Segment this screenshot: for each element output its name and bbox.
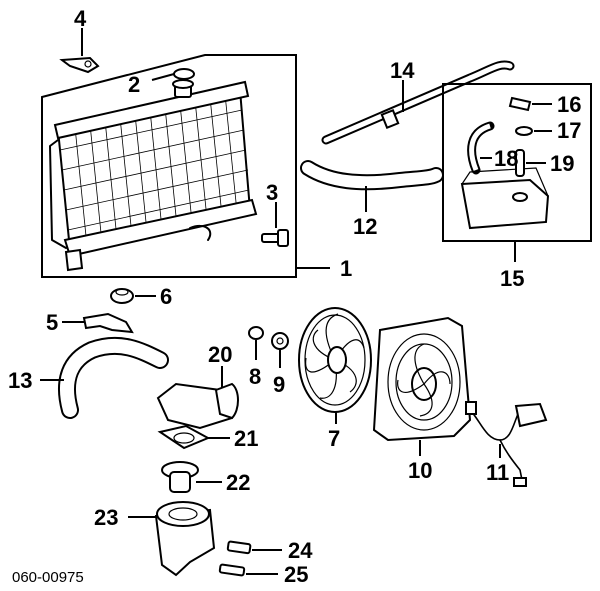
callout-25: 25	[284, 562, 308, 587]
callout-20: 20	[208, 342, 232, 367]
part-21-gasket	[157, 424, 230, 450]
callout-9: 9	[273, 372, 285, 397]
part-23-water-inlet	[128, 501, 216, 577]
part-18-reservoir-hose	[467, 121, 495, 175]
callout-12: 12	[353, 214, 377, 239]
part-13-lower-hose	[40, 336, 169, 419]
callout-2: 2	[128, 72, 140, 97]
callout-24: 24	[288, 538, 313, 563]
part-11-wiring-harness	[465, 401, 548, 487]
part-6-mount-cushion	[110, 288, 156, 304]
callout-13: 13	[8, 368, 32, 393]
coolant-reservoir	[460, 167, 550, 230]
part-8-nut	[248, 326, 264, 360]
callout-15: 15	[500, 266, 524, 291]
callout-14: 14	[390, 58, 415, 83]
part-24-temperature-sensor	[226, 540, 282, 555]
part-22-thermostat	[161, 461, 222, 493]
callout-labels: 1 2 3 4 5 6 7 8 9 10 11 12 13 14 15 16 1…	[8, 6, 581, 587]
callout-23: 23	[94, 505, 118, 530]
part-12-radiator-hose	[300, 160, 444, 212]
callout-3: 3	[266, 180, 278, 205]
part-16-hose-clip	[508, 96, 552, 112]
callout-7: 7	[328, 426, 340, 451]
part-2-radiator-cap	[151, 68, 195, 81]
callout-1: 1	[340, 256, 352, 281]
callout-16: 16	[557, 92, 581, 117]
part-4-bracket	[59, 28, 100, 74]
reference-code: 060-00975	[12, 569, 84, 586]
radiator-assembly	[49, 79, 258, 272]
callout-18: 18	[494, 146, 518, 171]
callout-4: 4	[74, 6, 87, 31]
callout-11: 11	[486, 460, 509, 485]
part-10-fan-shroud	[372, 316, 472, 456]
radiator-group-box	[41, 54, 297, 278]
callout-10: 10	[408, 458, 432, 483]
part-25-sender	[218, 563, 278, 577]
callout-6: 6	[160, 284, 172, 309]
callout-22: 22	[226, 470, 250, 495]
callout-21: 21	[234, 426, 258, 451]
callout-8: 8	[249, 364, 261, 389]
part-14-overflow-hose	[321, 60, 515, 145]
part-19-pipe	[515, 149, 546, 177]
part-7-cooling-fan	[298, 307, 372, 424]
part-3-drain-plug	[261, 202, 289, 247]
callout-17: 17	[557, 118, 581, 143]
part-17-clamp	[515, 126, 552, 136]
reservoir-group-box	[442, 83, 592, 262]
part-5-bracket	[62, 312, 134, 334]
callout-5: 5	[46, 310, 58, 335]
part-9-washer	[271, 332, 289, 368]
part-20-thermostat-housing	[156, 366, 239, 430]
callout-19: 19	[550, 151, 574, 176]
